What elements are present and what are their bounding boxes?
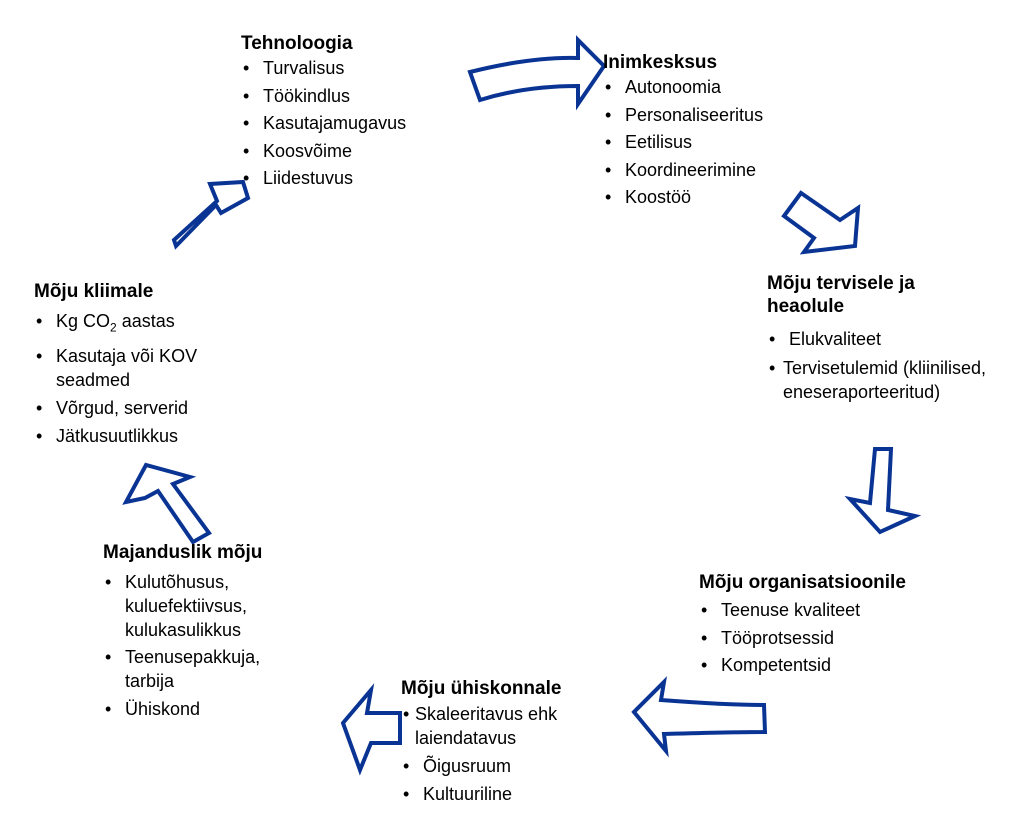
list-item: Võrgud, serverid [34,395,266,423]
node-title: Mõju organisatsioonile [699,572,906,593]
arrow-up-right-icon [171,179,251,250]
arrow-up-icon [122,462,212,545]
list-item: Ühiskond [103,696,300,724]
list-item: Kultuuriline [401,781,610,809]
list-item: Kasutajamugavus [241,110,406,138]
list-item: Õigusruum [401,753,610,781]
list-item: Skaleeritavus ehk laiendatavus [401,702,610,750]
co2-suffix: aastas [116,311,175,331]
list-item: Kasutaja või KOV seadmed [34,344,266,392]
node-organisatsioon: Mõju organisatsioonile Teenuse kvaliteet… [699,571,906,680]
node-title: Mõju kliimale [34,281,154,302]
node-kliima: Mõju kliimale Kg CO2 aastas Kasutaja või… [34,280,266,450]
list-item: Tervisetulemid (kliinilised, eneseraport… [767,356,993,404]
arrow-left-icon [631,676,768,758]
node-title: Mõju tervisele ja heaolule [767,273,915,317]
list-item: Teenusepakkuja, tarbija [103,645,300,693]
list-item: Autonoomia [603,74,763,102]
list-item: Turvalisus [241,55,406,83]
node-tehnoloogia: Tehnoloogia Turvalisus Töökindlus Kasuta… [241,32,406,193]
list-item: Jätkusuutlikkus [34,423,266,451]
list-item: Kg CO2 aastas [34,308,266,342]
node-title: Mõju ühiskonnale [401,678,562,699]
list-item: Kompetentsid [699,652,906,680]
arrow-left-icon [340,683,402,776]
list-item: Koosvõime [241,138,406,166]
list-item: Koordineerimine [603,157,763,185]
node-title: Tehnoloogia [241,33,353,54]
list-item: Teenuse kvaliteet [699,597,906,625]
list-item: Personaliseeritus [603,102,763,130]
list-item: Eetilisus [603,129,763,157]
list-item: Tööprotsessid [699,625,906,653]
arrow-down-icon [844,447,922,535]
list-item: Liidestuvus [241,165,406,193]
node-majandus: Majanduslik mõju Kulutõhusus, kuluefekti… [103,541,300,724]
co2-text: Kg CO [56,311,111,331]
arrow-right-icon [467,35,607,111]
co2-subscript: 2 [110,320,117,335]
list-item: Kulutõhusus, kuluefektiivsus, kulukasuli… [103,570,275,642]
list-item: Elukvaliteet [767,326,997,354]
node-inimkesksus: Inimkesksus Autonoomia Personaliseeritus… [603,51,763,212]
arrow-down-right-icon [781,190,861,255]
list-item: Töökindlus [241,83,406,111]
list-item: Koostöö [603,184,763,212]
node-title: Majanduslik mõju [103,542,263,563]
node-uhiskond: Mõju ühiskonnale Skaleeritavus ehk laien… [401,677,610,808]
node-title: Inimkesksus [603,52,718,73]
node-tervis: Mõju tervisele ja heaolule Elukvaliteet … [767,272,997,407]
